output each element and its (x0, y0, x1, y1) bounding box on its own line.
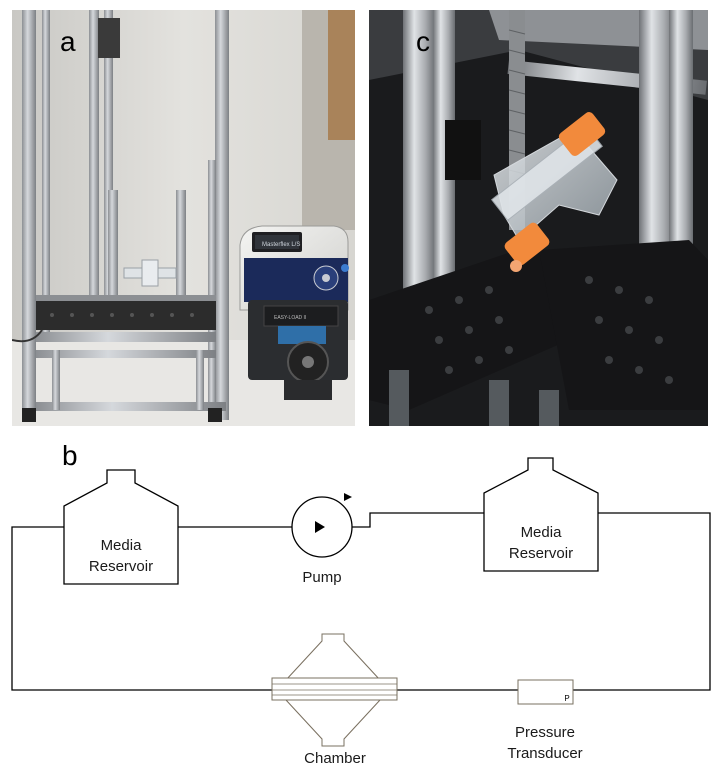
chamber-symbol: Chamber (271, 633, 398, 767)
pump-display-text: Masterflex L/S (262, 242, 300, 248)
transducer-label-line2: Transducer (507, 745, 582, 762)
flow-chamber (491, 112, 618, 272)
pump-head-text: EASY-LOAD II (274, 315, 306, 321)
peristaltic-pump: Masterflex L/S EASY-LOAD II (239, 225, 349, 400)
reservoir-left-label-line2: Reservoir (89, 558, 153, 575)
panel-label-b: b (62, 440, 78, 471)
photo-a-illustration: Masterflex L/S EASY-LOAD II (12, 10, 355, 426)
media-reservoir-left: Media Reservoir (63, 469, 179, 585)
pump-outlet-arrow (344, 493, 352, 501)
media-reservoir-right: Media Reservoir (483, 457, 599, 572)
transducer-symbol: P (564, 694, 569, 703)
reservoir-right-label-line1: Media (521, 524, 563, 541)
chamber-label: Chamber (304, 750, 366, 767)
photo-bioreactor-rig: Masterflex L/S EASY-LOAD II (12, 10, 355, 426)
pump-symbol: Pump (291, 493, 353, 586)
photo-chamber-closeup (369, 10, 708, 426)
reservoir-left-label-line1: Media (101, 537, 143, 554)
panel-label-c: c (416, 26, 430, 57)
reservoir-right-label-line2: Reservoir (509, 545, 573, 562)
pressure-transducer-symbol: P Pressure Transducer (507, 679, 583, 762)
photo-c-illustration (369, 10, 708, 426)
panel-label-a: a (60, 26, 76, 57)
transducer-label-line1: Pressure (515, 724, 575, 741)
pump-label: Pump (302, 569, 341, 586)
